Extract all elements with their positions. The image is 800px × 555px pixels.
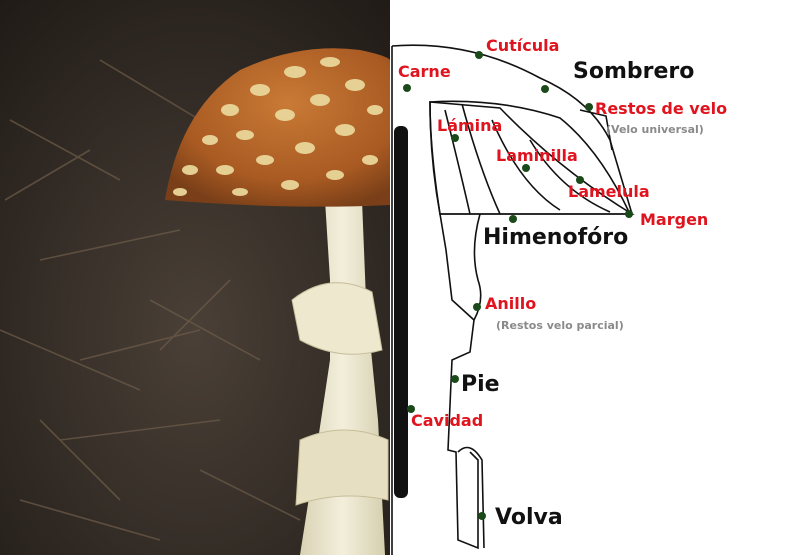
gill-line-2	[461, 103, 501, 215]
restos-velo-marker	[585, 103, 593, 111]
lamelula-marker	[576, 176, 584, 184]
label-anillo: Anillo	[485, 294, 537, 313]
label-volva: Volva	[495, 505, 563, 530]
cavity-bar	[394, 126, 408, 498]
anillo-marker	[473, 303, 481, 311]
label-laminilla: Laminilla	[496, 146, 578, 165]
veil-remnant	[579, 109, 613, 151]
gill-line-3	[491, 119, 561, 211]
carne-marker	[403, 84, 411, 92]
sombrero-marker	[541, 85, 549, 93]
mushroom-photo	[0, 0, 390, 555]
gill-line-1	[444, 109, 471, 215]
cuticula-marker	[475, 51, 483, 59]
pie-marker	[451, 375, 459, 383]
label-restos-velo-parcial: (Restos velo parcial)	[496, 319, 624, 332]
himenoforo-marker	[509, 215, 517, 223]
label-pie: Pie	[461, 372, 500, 397]
cavidad-marker	[407, 405, 415, 413]
stem-outline	[439, 213, 479, 550]
volva-marker	[478, 512, 486, 520]
label-carne: Carne	[398, 62, 451, 81]
label-lamelula: Lamelula	[568, 182, 650, 201]
label-himenoforo: Himenofóro	[483, 225, 629, 250]
label-margen: Margen	[640, 210, 709, 229]
mushroom-cap	[165, 48, 390, 207]
label-lamina: Lámina	[437, 116, 503, 135]
margen-marker	[625, 210, 633, 218]
volva-outline	[457, 446, 485, 549]
label-cavidad: Cavidad	[411, 411, 484, 430]
laminilla-marker	[522, 164, 530, 172]
label-sombrero: Sombrero	[573, 59, 695, 84]
label-restos-velo: Restos de velo	[595, 99, 728, 118]
label-cuticula: Cutícula	[486, 36, 560, 55]
mushroom-stem	[291, 200, 389, 555]
lamina-marker	[451, 134, 459, 142]
label-velo-universal: (Velo universal)	[606, 123, 704, 136]
pine-needles	[0, 59, 301, 541]
gill-line-4	[529, 139, 611, 213]
